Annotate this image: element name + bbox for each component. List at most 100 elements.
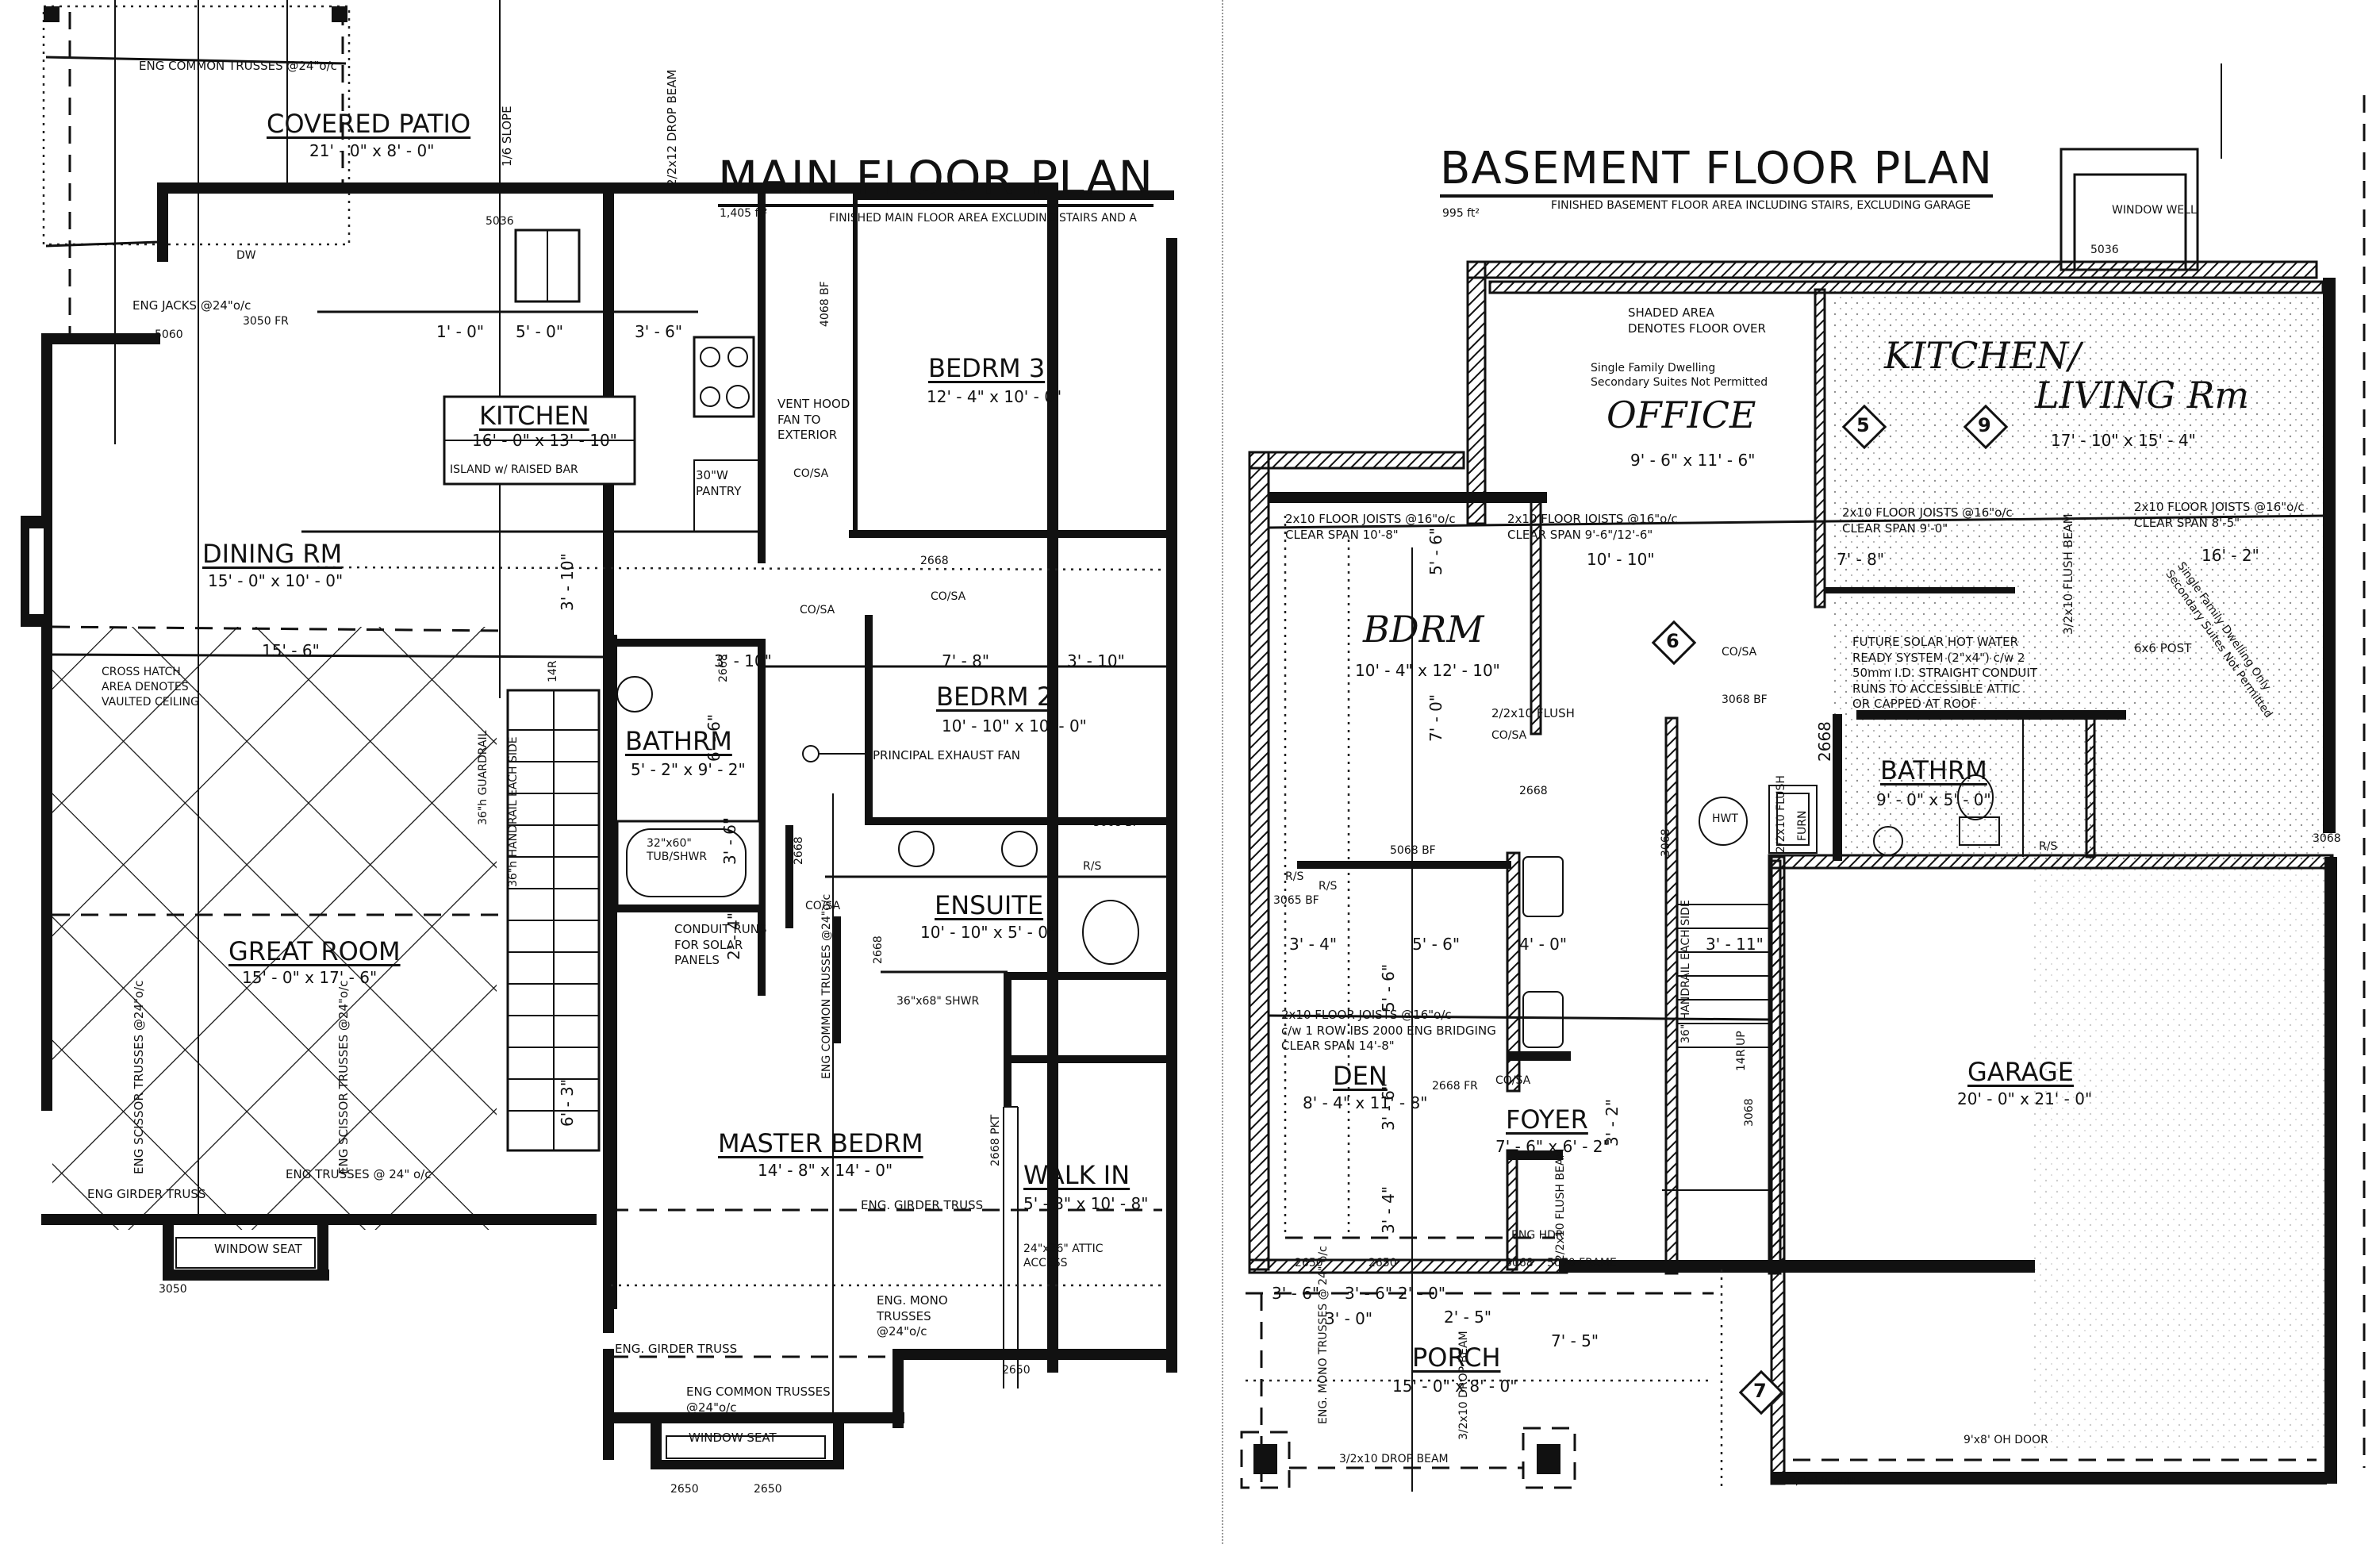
code-cosa-b2: CO/SA <box>1722 646 1757 659</box>
dim-p1: 3' - 6" <box>1272 1284 1320 1303</box>
note-oh-door: 9'x8' OH DOOR <box>1964 1434 2048 1446</box>
note-drop-beam: 2/2x12 DROP BEAM <box>665 69 679 186</box>
note-eng-hdr: ENG HDR <box>1511 1229 1564 1242</box>
dim-b9: 4' - 0" <box>1519 935 1568 954</box>
dim-p5: 2' - 5" <box>1444 1308 1492 1327</box>
code-cosa-b1: CO/SA <box>1491 729 1527 742</box>
label-furn: FURN <box>1796 810 1809 842</box>
dim-k2: 5' - 0" <box>516 322 564 341</box>
room-foyer-size: 7' - 6" x 6' - 2" <box>1495 1137 1610 1156</box>
basement-area-note: FINISHED BASEMENT FLOOR AREA INCLUDING S… <box>1551 199 1971 212</box>
code-3050-fr: 3050 FR <box>243 315 289 328</box>
room-bathrm-main: BATHRM <box>625 726 732 756</box>
room-bedrm2-size: 10' - 10" x 10' - 0" <box>942 716 1087 736</box>
note-window-seat-left: WINDOW SEAT <box>214 1242 302 1256</box>
note-shower: 36"x68" SHWR <box>896 995 980 1008</box>
dim-b3: 10' - 10" <box>1587 550 1655 569</box>
note-eng-trusses-24: ENG TRUSSES @ 24" o/c <box>286 1167 432 1181</box>
callout-7: 7 <box>1753 1380 1767 1402</box>
code-2668-b2: 2668 <box>1815 721 1834 762</box>
room-ensuite-size: 10' - 10" x 5' - 0" <box>920 923 1056 942</box>
room-walk-in: WALK IN <box>1023 1160 1130 1190</box>
note-flush-beam-vertical: 3/2x10 FLUSH BEAM <box>2061 513 2075 635</box>
dim-p4: 3' - 0" <box>1325 1309 1373 1328</box>
note-2x10-flush: 2/2x10 FLUSH <box>1491 706 1575 720</box>
dim-h5: 3' - 6" <box>720 816 739 865</box>
room-bathrm-main-size: 5' - 2" x 9' - 2" <box>631 760 746 779</box>
code-3068-b3: 3068 <box>1743 1098 1756 1127</box>
main-floor-title: MAIN FLOOR PLAN <box>718 155 1154 207</box>
code-3050: 3050 <box>159 1283 187 1296</box>
dim-b6: 3' - 4" <box>1289 935 1338 954</box>
code-3068-garage: 3068 <box>2313 832 2341 845</box>
code-5036: 5036 <box>486 215 514 228</box>
note-scissor-right: ENG SCISSOR TRUSSES @24"o/c <box>336 980 351 1174</box>
note-common-trusses-mid: ENG COMMON TRUSSES @24"o/c <box>820 893 833 1079</box>
main-floor-area-note: FINISHED MAIN FLOOR AREA EXCLUDING STAIR… <box>829 212 1137 225</box>
note-mono-trusses-porch: ENG. MONO TRUSSES @ 24" o/c <box>1317 1246 1330 1424</box>
note-handrail: 36"h HANDRAIL EACH SIDE <box>507 736 520 887</box>
dim-b11: 3' - 4" <box>1379 1185 1398 1234</box>
room-dining: DINING RM <box>202 539 343 569</box>
room-kitchen-size: 16' - 0" x 13' - 10" <box>472 431 617 450</box>
note-5070-frame: 5070 FRAME <box>1547 1257 1617 1269</box>
room-kitchen-living-size: 17' - 10" x 15' - 4" <box>2051 431 2196 450</box>
code-3068-bf: 3068 BF <box>1093 816 1139 829</box>
code-2650-b1: 2650 <box>1295 1257 1323 1269</box>
code-3065-bf: 3065 BF <box>1273 894 1319 907</box>
dim-h2: 7' - 8" <box>942 651 990 670</box>
code-2668-d: 2668 <box>872 935 885 964</box>
main-floor-area: 1,405 ft² <box>720 207 768 220</box>
room-office-size: 9' - 6" x 11' - 6" <box>1630 451 1756 470</box>
dim-h1: 3' - 10" <box>714 651 772 670</box>
code-2650-b2: 2650 <box>1368 1257 1397 1269</box>
note-drop-beam-porch: 3/2x10 DROP BEAM <box>1339 1453 1449 1465</box>
dim-h3: 3' - 10" <box>1067 651 1125 670</box>
note-drop-beam-vertical: 3/2x10 DROP BEAM <box>1457 1331 1470 1440</box>
room-office: OFFICE <box>1606 394 1756 436</box>
dim-b4: 7' - 8" <box>1837 550 1885 569</box>
room-bedrm2: BEDRM 2 <box>936 682 1054 712</box>
note-handrail-basement: 36" HANDRAIL EACH SIDE <box>1679 900 1692 1043</box>
note-guardrail: 36"h GUARDRAIL <box>477 730 489 825</box>
code-cosa-b3: CO/SA <box>1495 1074 1531 1087</box>
code-2668-fr: 2668 FR <box>1432 1080 1478 1093</box>
code-5068-bf: 5068 BF <box>1390 844 1436 857</box>
note-eng-jacks: ENG JACKS @24"o/c <box>132 298 251 313</box>
room-bdrm-size: 10' - 4" x 12' - 10" <box>1355 661 1500 680</box>
code-2668-b: 2668 <box>920 555 949 567</box>
room-kitchen-note: ISLAND w/ RAISED BAR <box>450 463 578 476</box>
code-3068-b2: 3068 <box>1660 828 1672 857</box>
dim-b5: 16' - 2" <box>2202 546 2259 565</box>
code-2668-c: 2668 <box>793 836 805 865</box>
note-furn-flush: 2/2x10 FLUSH <box>1775 775 1787 853</box>
dim-p3: 2' - 0" <box>1398 1284 1446 1303</box>
dim-h6: 2' - 4" <box>724 912 743 960</box>
code-rs-b1: R/S <box>1285 870 1304 883</box>
room-master: MASTER BEDRM <box>718 1128 923 1158</box>
code-3068-bf-b: 3068 BF <box>1722 693 1768 706</box>
dim-g1: 6' - 3" <box>558 1078 577 1127</box>
code-rs-b2: R/S <box>1319 880 1338 893</box>
basement-title: BASEMENT FLOOR PLAN <box>1440 147 1993 198</box>
room-ensuite: ENSUITE <box>935 890 1044 920</box>
note-girder-master: ENG. GIRDER TRUSS <box>861 1198 984 1212</box>
dim-p6: 7' - 5" <box>1551 1331 1599 1350</box>
room-bedrm3: BEDRM 3 <box>928 353 1046 383</box>
room-kitchen-living-b: LIVING Rm <box>2035 374 2249 417</box>
note-common-trusses-top: ENG COMMON TRUSSES @24"o/c <box>139 59 337 73</box>
label-hwt: HWT <box>1712 812 1738 825</box>
